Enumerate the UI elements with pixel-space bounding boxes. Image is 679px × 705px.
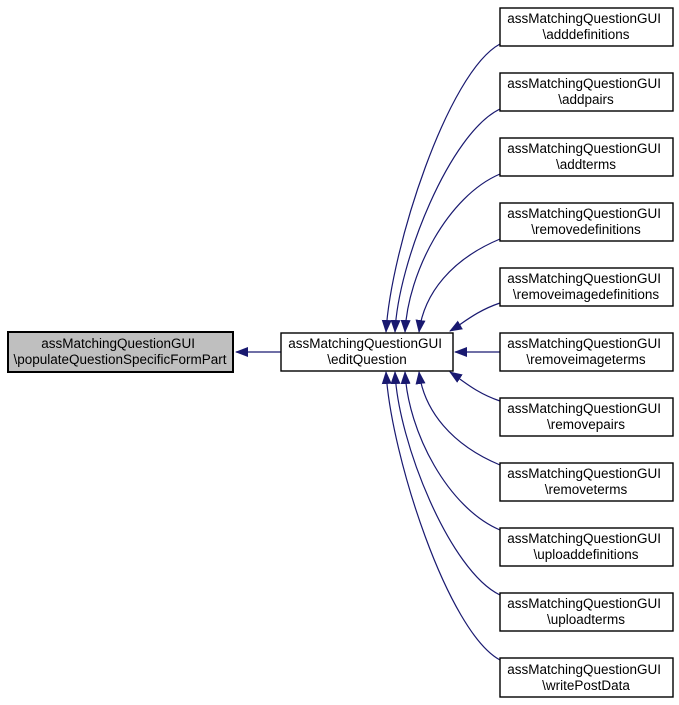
edge-adddefinitions-to-editquestion	[381, 43, 501, 333]
node-removeimageterms[interactable]: assMatchingQuestionGUI \removeimageterms	[499, 332, 674, 372]
node-editquestion[interactable]: assMatchingQuestionGUI \editQuestion	[280, 332, 454, 372]
node-label-line1: assMatchingQuestionGUI	[507, 11, 661, 26]
node-removepairs[interactable]: assMatchingQuestionGUI \removepairs	[499, 397, 674, 437]
node-addpairs[interactable]: assMatchingQuestionGUI \addpairs	[499, 72, 674, 112]
node-label: assMatchingQuestionGUI \editQuestion	[288, 336, 446, 367]
node-label-line2: \uploaddefinitions	[533, 547, 638, 562]
node-label: assMatchingQuestionGUI \writePostData	[507, 662, 665, 693]
node-label-line2: \addterms	[556, 157, 616, 172]
node-uploadterms[interactable]: assMatchingQuestionGUI \uploadterms	[499, 592, 674, 632]
node-box[interactable]	[499, 137, 674, 177]
node-label-line2: \addpairs	[558, 92, 614, 107]
node-label-line2: \removepairs	[547, 417, 625, 432]
node-label-line1: assMatchingQuestionGUI	[507, 271, 661, 286]
edge-addpairs-to-editquestion	[390, 108, 501, 333]
node-label-line1: assMatchingQuestionGUI	[507, 141, 661, 156]
node-addterms[interactable]: assMatchingQuestionGUI \addterms	[499, 137, 674, 177]
edges	[235, 43, 501, 661]
node-label: assMatchingQuestionGUI \addpairs	[507, 76, 665, 107]
node-label: assMatchingQuestionGUI \removeimagedefin…	[507, 271, 665, 302]
node-removeterms[interactable]: assMatchingQuestionGUI \removeterms	[499, 462, 674, 502]
edge-removedefinitions-to-editquestion	[415, 238, 501, 333]
edge-removepairs-to-editquestion	[449, 371, 501, 402]
node-box[interactable]	[499, 332, 674, 372]
node-label: assMatchingQuestionGUI \uploaddefinition…	[507, 531, 665, 562]
node-label-line1: assMatchingQuestionGUI	[507, 336, 661, 351]
edge-removeterms-to-editquestion	[415, 371, 501, 466]
node-label-line1: assMatchingQuestionGUI	[507, 401, 661, 416]
edge-addterms-to-editquestion	[400, 173, 501, 333]
node-box[interactable]	[499, 72, 674, 112]
node-removeimagedefinitions[interactable]: assMatchingQuestionGUI \removeimagedefin…	[499, 267, 674, 307]
node-label-line2: \removedefinitions	[531, 222, 641, 237]
node-box[interactable]	[499, 267, 674, 307]
node-label-line1: assMatchingQuestionGUI	[41, 336, 195, 351]
node-box[interactable]	[499, 527, 674, 567]
node-label: assMatchingQuestionGUI \populateQuestion…	[13, 336, 226, 367]
node-label-line2: \removeimageterms	[526, 352, 646, 367]
node-label-line2: \writePostData	[542, 678, 630, 693]
node-label-line2: \removeterms	[545, 482, 628, 497]
node-label-line1: assMatchingQuestionGUI	[507, 662, 661, 677]
node-box[interactable]	[499, 462, 674, 502]
node-label-line1: assMatchingQuestionGUI	[288, 336, 442, 351]
edge-removeimagedefinitions-to-editquestion	[449, 302, 501, 332]
node-label: assMatchingQuestionGUI \removeterms	[507, 466, 665, 497]
node-label: assMatchingQuestionGUI \uploadterms	[507, 596, 665, 627]
node-label-line1: assMatchingQuestionGUI	[507, 466, 661, 481]
node-label-line2: \editQuestion	[327, 352, 407, 367]
node-removedefinitions[interactable]: assMatchingQuestionGUI \removedefinition…	[499, 202, 674, 242]
node-label: assMatchingQuestionGUI \removeimageterms	[507, 336, 665, 367]
node-label-line1: assMatchingQuestionGUI	[507, 76, 661, 91]
node-box[interactable]	[499, 592, 674, 632]
node-box[interactable]	[499, 7, 674, 47]
node-label-line2: \uploadterms	[547, 612, 625, 627]
node-label-line1: assMatchingQuestionGUI	[507, 531, 661, 546]
node-box[interactable]	[499, 657, 674, 698]
node-box[interactable]	[499, 397, 674, 437]
node-label: assMatchingQuestionGUI \removedefinition…	[507, 206, 665, 237]
node-label-line2: \populateQuestionSpecificFormPart	[13, 352, 226, 367]
node-label-line1: assMatchingQuestionGUI	[507, 596, 661, 611]
edge-writepostdata-to-editquestion	[381, 371, 501, 661]
node-uploaddefinitions[interactable]: assMatchingQuestionGUI \uploaddefinition…	[499, 527, 674, 567]
node-label: assMatchingQuestionGUI \removepairs	[507, 401, 665, 432]
node-box	[7, 331, 234, 373]
node-box[interactable]	[499, 202, 674, 242]
node-adddefinitions[interactable]: assMatchingQuestionGUI \adddefinitions	[499, 7, 674, 47]
node-label-line2: \adddefinitions	[542, 27, 629, 42]
node-populatequestionspecificformpart: assMatchingQuestionGUI \populateQuestion…	[7, 331, 234, 373]
node-writepostdata[interactable]: assMatchingQuestionGUI \writePostData	[499, 657, 674, 698]
node-box[interactable]	[280, 332, 454, 372]
node-label-line2: \removeimagedefinitions	[513, 287, 660, 302]
node-label: assMatchingQuestionGUI \adddefinitions	[507, 11, 665, 42]
node-label: assMatchingQuestionGUI \addterms	[507, 141, 665, 172]
node-label-line1: assMatchingQuestionGUI	[507, 206, 661, 221]
edge-uploaddefinitions-to-editquestion	[400, 371, 501, 531]
edge-uploadterms-to-editquestion	[390, 371, 501, 596]
